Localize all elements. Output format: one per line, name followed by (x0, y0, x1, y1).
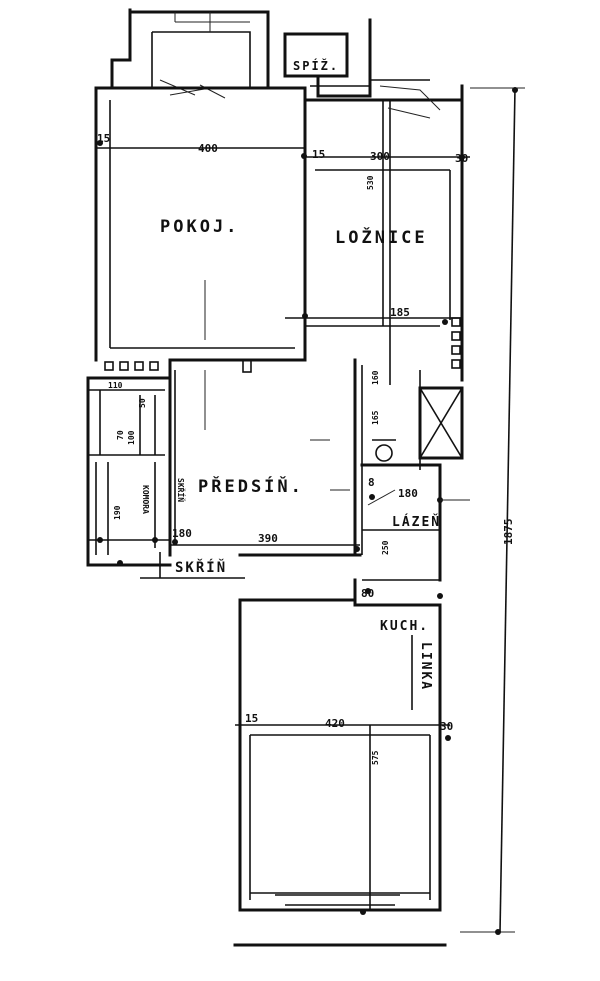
label-predsin: PŘEDSÍŇ. (198, 475, 304, 497)
dim-bath-8: 8 (368, 476, 375, 489)
label-pokoj: POKOJ. (160, 217, 239, 237)
skrin-strip (140, 552, 245, 579)
top-balcony (110, 8, 270, 99)
room-komora (86, 376, 172, 567)
dim-komora-70: 70 (116, 430, 125, 440)
room-pokoj (94, 86, 307, 362)
label-kuch: KUCH. (380, 619, 429, 634)
room-kitchen (233, 578, 451, 947)
dim-komora-100: 100 (127, 430, 136, 445)
dim-loznice-185: 185 (390, 306, 410, 319)
dim-loznice-width: 300 (370, 150, 390, 163)
label-komora: KOMORA (141, 485, 150, 514)
dim-loznice-height: 530 (366, 175, 375, 190)
room-predsin (168, 358, 363, 557)
dim-bath-160: 160 (371, 370, 380, 385)
dim-mid-wall: 15 (312, 148, 325, 161)
label-loznice: LOŽNICE (335, 226, 428, 248)
dim-kitchen-wall-left: 15 (245, 712, 258, 725)
dim-kitchen-height: 575 (371, 750, 380, 765)
label-linka: LINKA (418, 642, 433, 691)
dim-pokoj-wall-left: 15 (97, 132, 110, 145)
dim-kuch-80: 80 (361, 587, 374, 600)
dim-hall-180: 180 (172, 527, 192, 540)
dim-bath-250: 250 (381, 540, 390, 555)
label-lazen: LÁZEŇ (392, 514, 441, 530)
dim-kitchen-width: 420 (325, 717, 345, 730)
dim-kitchen-wall-right: 30 (440, 720, 453, 733)
label-skrin-vertical: SKŘÍŇ (176, 478, 187, 502)
dim-hall-width: 390 (258, 532, 278, 545)
dim-total-height: 1875 (502, 519, 515, 546)
chimney-blocks (104, 317, 461, 373)
dim-komora-110: 110 (108, 381, 123, 390)
label-spiz: SPÍŽ. (293, 58, 339, 73)
room-lazen (360, 370, 470, 582)
label-skrin-lower: SKŘÍŇ (175, 558, 227, 576)
dim-bath-180: 180 (398, 487, 418, 500)
dim-komora-190: 190 (113, 505, 122, 520)
dim-komora-50: 50 (138, 398, 147, 408)
room-loznice (285, 79, 470, 385)
dim-pokoj-width: 400 (198, 142, 218, 155)
dim-right-wall: 30 (455, 152, 468, 165)
room-spiz (283, 18, 372, 98)
overall-dimension-line (460, 87, 525, 935)
dim-bath-165: 165 (371, 410, 380, 425)
